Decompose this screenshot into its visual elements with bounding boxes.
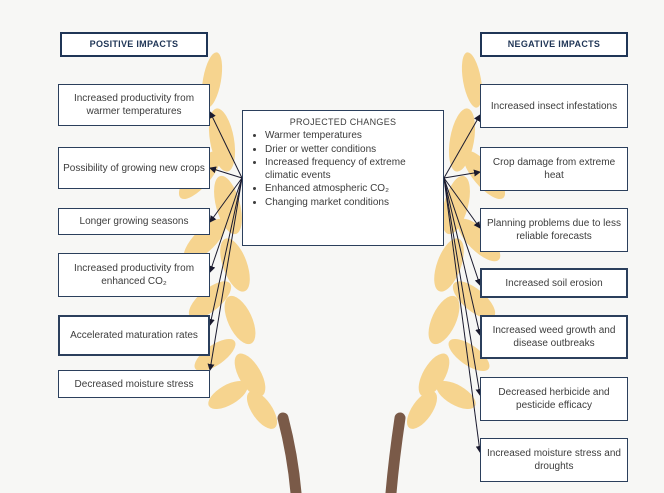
connector-arrow [443,114,481,179]
wheat-grain [428,295,460,345]
projected-change-item: Warmer temperatures [265,130,435,143]
wheat-grain [208,381,248,409]
negative-item-insects: Increased insect infestations [480,84,628,128]
connector-arrow [443,169,481,179]
positive-item-maturation: Accelerated maturation rates [58,315,210,356]
positive-item-moisture-stress: Decreased moisture stress [58,370,210,398]
negative-item-soil-erosion: Increased soil erosion [480,268,628,298]
connector-arrow [207,177,243,371]
negative-impacts-heading: NEGATIVE IMPACTS [480,32,628,57]
connector-arrow [207,177,243,326]
connector-arrow [443,177,483,336]
wheat-grain [246,391,278,429]
connector-arrow [443,177,482,286]
negative-item-weeds-disease: Increased weed growth and disease outbre… [480,315,628,359]
wheat-grain [452,281,496,319]
negative-item-forecast-planning: Planning problems due to less reliable f… [480,208,628,252]
projected-change-item: Increased frequency of extreme climatic … [265,157,435,182]
connector-arrow [443,177,483,453]
wheat-grain [194,338,236,372]
negative-item-herbicide-efficacy: Decreased herbicide and pesticide effica… [480,377,628,421]
negative-item-droughts: Increased moisture stress and droughts [480,438,628,482]
connector-arrow [209,111,243,179]
projected-changes-list: Warmer temperatures Drier or wetter cond… [251,130,435,209]
positive-impacts-heading: POSITIVE IMPACTS [60,32,208,57]
connector-arrow [209,177,243,223]
wheat-grain [418,353,450,397]
projected-change-item: Changing market conditions [265,197,435,210]
wheat-grain [220,238,250,292]
connector-arrow [443,177,481,229]
wheat-grain [224,295,256,345]
connector-arrow [208,177,243,273]
wheat-grain [448,338,490,372]
wheat-grain [436,381,476,409]
positive-item-longer-seasons: Longer growing seasons [58,208,210,235]
negative-item-heat-damage: Crop damage from extreme heat [480,147,628,191]
wheat-grain [461,52,483,108]
positive-item-new-crops: Possibility of growing new crops [58,147,210,189]
projected-change-item: Drier or wetter conditions [265,144,435,157]
wheat-stem-right [385,412,406,493]
connector-arrow [209,166,243,179]
projected-changes-title: PROJECTED CHANGES [289,117,397,127]
projected-change-item: Enhanced atmospheric CO₂ [265,183,435,196]
connector-arrow [443,177,483,396]
wheat-grain [188,281,232,319]
wheat-stem-left [277,412,302,493]
wheat-grain [183,218,227,262]
positive-item-co2-productivity: Increased productivity from enhanced CO₂ [58,253,210,297]
connector-arrows [207,111,483,453]
wheat-grain [406,391,438,429]
projected-changes-box: PROJECTED CHANGES Warmer temperatures Dr… [242,110,444,246]
wheat-grain [234,353,266,397]
positive-item-warmer-productivity: Increased productivity from warmer tempe… [58,84,210,126]
